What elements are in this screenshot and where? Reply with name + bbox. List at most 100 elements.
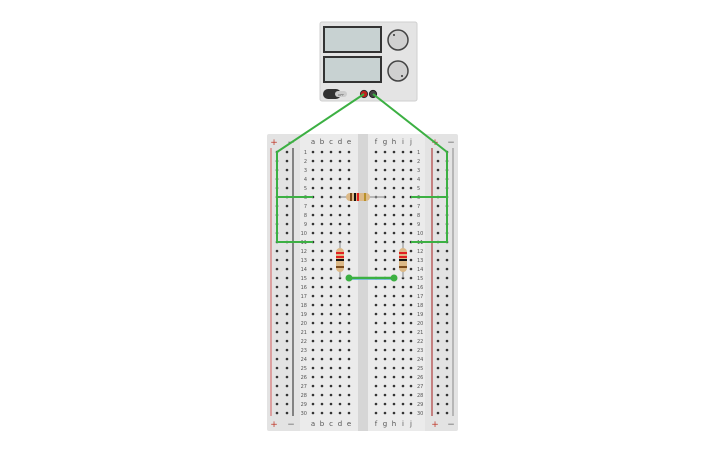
breadboard-hole[interactable] [347,231,351,235]
rail-hole[interactable] [275,339,279,343]
breadboard-hole[interactable] [392,375,396,379]
breadboard-hole[interactable] [401,150,405,154]
breadboard-hole[interactable] [392,168,396,172]
breadboard-hole[interactable] [320,393,324,397]
breadboard-hole[interactable] [409,348,413,352]
breadboard-hole[interactable] [383,159,387,163]
rail-hole[interactable] [445,312,449,316]
breadboard-hole[interactable] [401,357,405,361]
breadboard-hole[interactable] [383,393,387,397]
breadboard-hole[interactable] [329,231,333,235]
rail-hole[interactable] [285,321,289,325]
breadboard-hole[interactable] [338,285,342,289]
breadboard-hole[interactable] [383,402,387,406]
rail-hole[interactable] [436,231,440,235]
breadboard-hole[interactable] [401,222,405,226]
breadboard-hole[interactable] [374,267,378,271]
breadboard-hole[interactable] [311,402,315,406]
rail-hole[interactable] [436,312,440,316]
breadboard-hole[interactable] [392,204,396,208]
breadboard-hole[interactable] [329,150,333,154]
rail-hole[interactable] [436,186,440,190]
breadboard-hole[interactable] [347,222,351,226]
breadboard-hole[interactable] [311,384,315,388]
breadboard-hole[interactable] [392,294,396,298]
rail-hole[interactable] [436,303,440,307]
breadboard-hole[interactable] [409,276,413,280]
breadboard-hole[interactable] [320,159,324,163]
breadboard-hole[interactable] [338,357,342,361]
breadboard-hole[interactable] [320,375,324,379]
breadboard-hole[interactable] [329,312,333,316]
rail-hole[interactable] [445,303,449,307]
rail-hole[interactable] [436,177,440,181]
rail-hole[interactable] [285,267,289,271]
breadboard-hole[interactable] [392,366,396,370]
rail-hole[interactable] [436,222,440,226]
breadboard-hole[interactable] [338,186,342,190]
breadboard-hole[interactable] [320,186,324,190]
breadboard-hole[interactable] [329,375,333,379]
resistor-right[interactable] [399,242,407,278]
breadboard-hole[interactable] [374,258,378,262]
breadboard-hole[interactable] [311,375,315,379]
breadboard-hole[interactable] [338,411,342,415]
rail-hole[interactable] [445,294,449,298]
rail-hole[interactable] [436,204,440,208]
breadboard-hole[interactable] [409,294,413,298]
breadboard-hole[interactable] [401,312,405,316]
breadboard-hole[interactable] [320,348,324,352]
breadboard-hole[interactable] [383,411,387,415]
breadboard-hole[interactable] [409,375,413,379]
breadboard-hole[interactable] [401,285,405,289]
rail-hole[interactable] [275,348,279,352]
breadboard-hole[interactable] [409,213,413,217]
rail-hole[interactable] [285,213,289,217]
breadboard-hole[interactable] [338,366,342,370]
rail-hole[interactable] [436,267,440,271]
breadboard-hole[interactable] [347,330,351,334]
breadboard-hole[interactable] [320,150,324,154]
breadboard-hole[interactable] [329,339,333,343]
breadboard-hole[interactable] [311,222,315,226]
breadboard-hole[interactable] [409,402,413,406]
breadboard-hole[interactable] [320,267,324,271]
breadboard-hole[interactable] [329,195,333,199]
rail-hole[interactable] [445,402,449,406]
breadboard-hole[interactable] [347,393,351,397]
breadboard-hole[interactable] [374,321,378,325]
breadboard-hole[interactable] [311,312,315,316]
rail-hole[interactable] [275,258,279,262]
breadboard-hole[interactable] [401,159,405,163]
breadboard-hole[interactable] [347,240,351,244]
rail-hole[interactable] [285,168,289,172]
jumper-end[interactable] [345,274,353,282]
rail-hole[interactable] [285,330,289,334]
rail-hole[interactable] [445,321,449,325]
breadboard-hole[interactable] [383,231,387,235]
breadboard-hole[interactable] [347,267,351,271]
breadboard-hole[interactable] [338,303,342,307]
breadboard-hole[interactable] [374,411,378,415]
breadboard-hole[interactable] [392,330,396,334]
breadboard-hole[interactable] [392,303,396,307]
breadboard-hole[interactable] [347,375,351,379]
breadboard-hole[interactable] [347,168,351,172]
breadboard-hole[interactable] [320,276,324,280]
breadboard-hole[interactable] [409,177,413,181]
breadboard-hole[interactable] [338,150,342,154]
breadboard-hole[interactable] [329,285,333,289]
breadboard-hole[interactable] [329,204,333,208]
rail-hole[interactable] [285,393,289,397]
breadboard-hole[interactable] [329,357,333,361]
breadboard-hole[interactable] [392,357,396,361]
breadboard-hole[interactable] [347,348,351,352]
breadboard-hole[interactable] [401,321,405,325]
breadboard-hole[interactable] [401,339,405,343]
rail-hole[interactable] [275,294,279,298]
breadboard-hole[interactable] [392,150,396,154]
breadboard-hole[interactable] [374,168,378,172]
breadboard-hole[interactable] [347,366,351,370]
breadboard-hole[interactable] [338,384,342,388]
rail-hole[interactable] [275,366,279,370]
